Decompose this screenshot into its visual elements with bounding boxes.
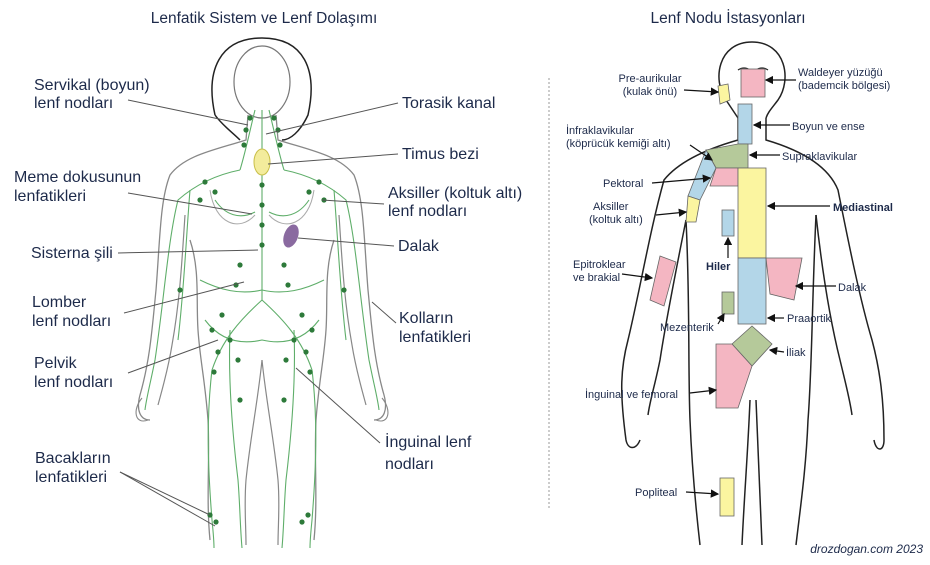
label-mezenterik: Mezenterik — [660, 322, 714, 334]
label-bacak-2: lenfatikleri — [35, 469, 107, 486]
station-regions — [649, 68, 803, 517]
label-sisterna: Sisterna şili — [31, 245, 113, 262]
label-epi-1: Epitroklear — [573, 259, 626, 271]
paraaortic-region — [737, 257, 767, 325]
popliteal-region — [719, 477, 735, 517]
label-servikal-2: lenf nodları — [34, 95, 113, 112]
label-servikal-1: Servikal (boyun) — [34, 77, 150, 94]
label-aks-2: (koltuk altı) — [589, 214, 643, 226]
waldeyer-region — [740, 68, 766, 98]
label-praaortik: Praaortik — [787, 313, 832, 325]
label-inguinal-1: İnguinal lenf — [385, 432, 472, 451]
label-popliteal: Popliteal — [635, 487, 677, 499]
epitrochlear-region — [649, 255, 677, 307]
left-leader-lines — [117, 99, 399, 527]
mesenteric-region — [721, 291, 735, 315]
label-meme-2: lenfatikleri — [14, 188, 86, 205]
hilar-region — [721, 209, 735, 237]
right-title: Lenf Nodu İstasyonları — [650, 9, 805, 27]
preauricular-region — [717, 83, 731, 105]
spleen-shape — [283, 224, 299, 248]
thymus-shape — [253, 148, 271, 176]
spleen-region — [765, 257, 803, 301]
label-aks-1: Aksiller — [593, 201, 629, 213]
label-hiler: Hiler — [706, 261, 731, 273]
label-timus: Timus bezi — [402, 146, 479, 163]
label-pelvik-2: lenf nodları — [34, 374, 113, 391]
axillary-region — [685, 195, 701, 223]
label-dalak-right: Dalak — [838, 282, 867, 294]
credit-text: drozdogan.com 2023 — [810, 542, 923, 556]
label-bacak-1: Bacakların — [35, 450, 111, 467]
label-kollar-1: Kolların — [399, 310, 453, 327]
label-dalak-left: Dalak — [398, 238, 440, 255]
label-kollar-2: lenfatikleri — [399, 329, 471, 346]
female-body-figure — [135, 37, 389, 549]
label-aksiller-2: lenf nodları — [388, 203, 467, 220]
label-waldeyer-2: (bademcik bölgesi) — [798, 80, 890, 92]
inguinal-region — [715, 343, 753, 409]
label-aksiller-1: Aksiller (koltuk altı) — [388, 185, 522, 202]
label-meme-1: Meme dokusunun — [14, 169, 141, 186]
right-arrows — [621, 75, 836, 498]
label-preaur-1: Pre-aurikular — [619, 73, 682, 85]
label-preaur-2: (kulak önü) — [623, 86, 677, 98]
label-iliak: İliak — [786, 346, 806, 359]
label-lomber-1: Lomber — [32, 294, 87, 311]
outline-body-figure — [620, 41, 885, 546]
label-inguinal-2: nodları — [385, 456, 434, 473]
label-infra-2: (köprücük kemiği altı) — [566, 138, 671, 150]
lymph-vessels — [144, 109, 380, 549]
label-torasik: Torasik kanal — [402, 95, 495, 112]
label-inguinal: İnguinal ve femoral — [585, 388, 678, 401]
neck-region — [737, 103, 753, 145]
label-infra-1: İnfraklavikular — [566, 124, 634, 137]
left-labels: Servikal (boyun) lenf nodları Meme dokus… — [14, 77, 522, 486]
label-boyun: Boyun ve ense — [792, 121, 865, 133]
label-pektoral: Pektoral — [603, 178, 643, 190]
label-mediastinal: Mediastinal — [833, 202, 893, 214]
left-title: Lenfatik Sistem ve Lenf Dolaşımı — [151, 10, 378, 27]
label-epi-2: ve brakial — [573, 272, 620, 284]
label-lomber-2: lenf nodları — [32, 313, 111, 330]
label-supra: Supraklavikular — [782, 151, 858, 163]
label-waldeyer-1: Waldeyer yüzüğü — [798, 67, 883, 79]
right-labels: Pre-aurikular (kulak önü) Waldeyer yüzüğ… — [566, 67, 893, 499]
label-pelvik-1: Pelvik — [34, 355, 78, 372]
mediastinal-region — [737, 167, 767, 259]
